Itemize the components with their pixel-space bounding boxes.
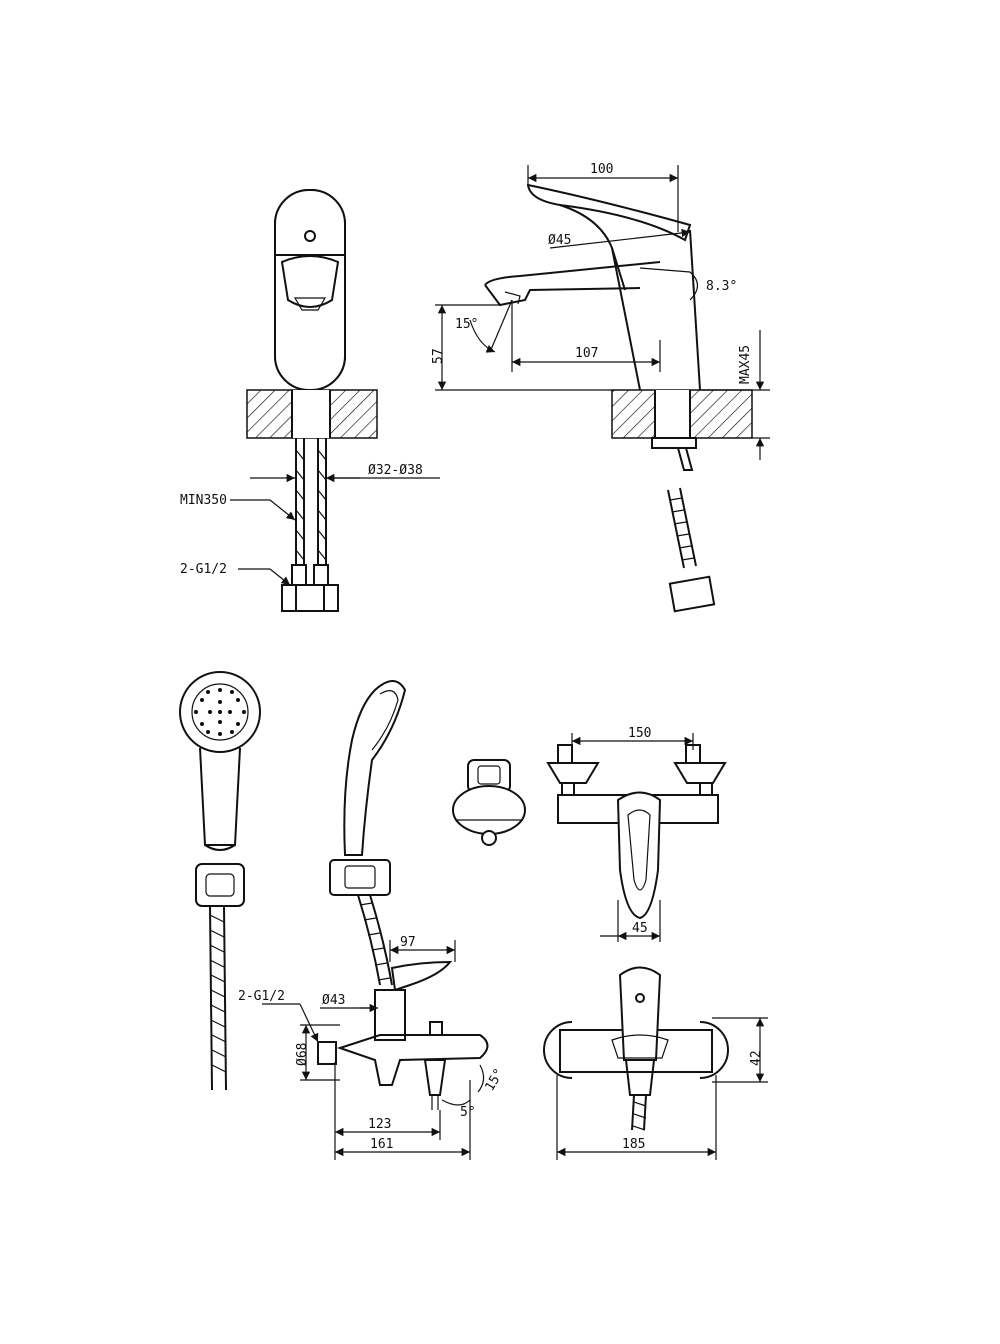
- hose-nut: [668, 575, 716, 613]
- bath-mixer-top-view: 150 45: [546, 726, 727, 942]
- label-depth-outer: 161: [370, 1137, 393, 1152]
- bath-mixer-side-view: 97 Ø43 2-G1/2 Ø68 15° 5° 123 161: [238, 680, 508, 1160]
- label-diameter-range: Ø32-Ø38: [368, 463, 423, 478]
- bath-body: [336, 1034, 489, 1086]
- left-flange: [543, 1021, 573, 1079]
- label-flange: Ø68: [295, 1043, 310, 1066]
- left-eccentric: [546, 762, 600, 784]
- label-cartridge: Ø45: [548, 233, 571, 248]
- bath-mixer-front-view: 42 185: [543, 966, 768, 1160]
- label-lever-width: 45: [632, 921, 648, 936]
- label-connection: 2-G1/2: [180, 562, 227, 577]
- label-depth-inner: 123: [368, 1117, 391, 1132]
- shower-holder: [195, 863, 245, 907]
- basin-mixer-side-view: 100 Ø45 8.3° 15° 57 107 MAX45: [431, 162, 770, 613]
- top-lever: [616, 791, 662, 920]
- label-angle-a: 15°: [483, 1066, 508, 1094]
- right-eccentric: [673, 762, 727, 784]
- hand-shower-side: [343, 680, 407, 856]
- label-connection-bath: 2-G1/2: [238, 989, 285, 1004]
- holder-detail-view: [452, 759, 526, 846]
- label-spout-height: 57: [431, 348, 446, 364]
- label-lever-angle: 8.3°: [706, 279, 737, 294]
- label-max-deck: MAX45: [738, 345, 753, 384]
- basin-mixer-front-view: Ø32-Ø38 MIN350 2-G1/2: [180, 189, 440, 612]
- label-cartridge-bath: Ø43: [322, 993, 345, 1008]
- spout: [484, 261, 661, 286]
- bath-lever: [390, 960, 453, 992]
- hand-shower-front-view: [179, 671, 261, 1091]
- shower-head: [179, 671, 261, 753]
- label-spout-angle: 15°: [455, 317, 478, 332]
- bath-cartridge: [374, 989, 406, 1041]
- label-reach-top: 97: [400, 935, 416, 950]
- label-front-width: 185: [622, 1137, 645, 1152]
- label-front-height: 42: [749, 1050, 764, 1066]
- wall-connector: [317, 1041, 337, 1065]
- label-angle-b: 5°: [460, 1105, 476, 1120]
- connection-nut: [281, 584, 339, 612]
- wall-holder: [329, 859, 391, 896]
- holder-round: [452, 785, 526, 835]
- label-width: 100: [590, 162, 613, 177]
- label-spout-reach: 107: [575, 346, 598, 361]
- front-lever: [618, 966, 662, 1061]
- label-hose-length: MIN350: [180, 493, 227, 508]
- label-centers: 150: [628, 726, 651, 741]
- lever-face: [280, 255, 340, 308]
- lever-handle: [526, 183, 692, 242]
- lever-indicator: [304, 230, 316, 242]
- right-flange: [699, 1021, 729, 1079]
